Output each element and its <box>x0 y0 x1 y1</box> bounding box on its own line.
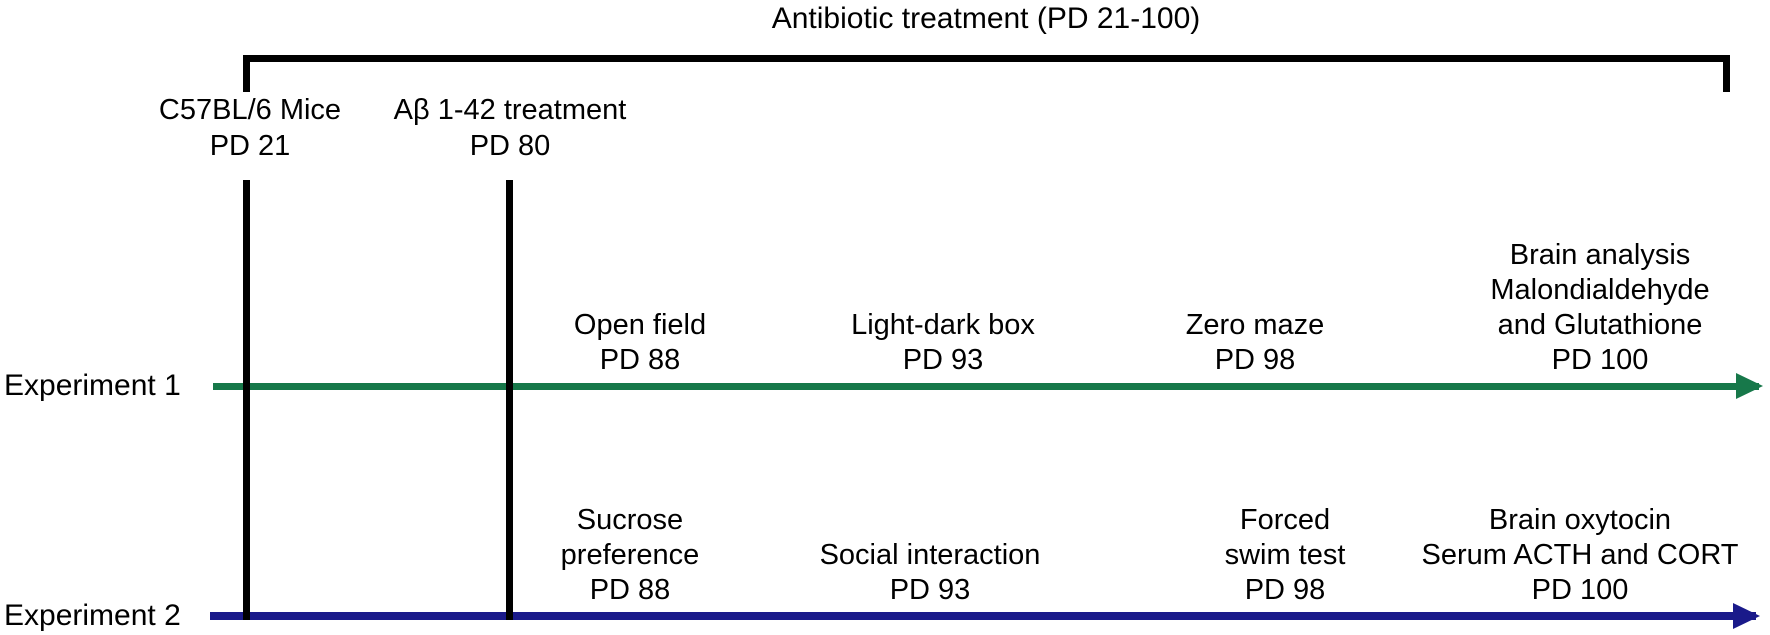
milestone-line-pd21 <box>243 180 250 620</box>
event-light-dark-box-name: Light-dark box <box>851 309 1035 341</box>
milestone-label-abeta: Aβ 1-42 treatment PD 80 <box>394 92 627 164</box>
event-sucrose-day: PD 88 <box>589 574 671 606</box>
event-light-dark-box-day: PD 93 <box>902 344 984 376</box>
experiment2-arrow-shaft <box>210 612 1756 620</box>
event-forced-swim-line1: Forced <box>1239 504 1331 536</box>
experiment1-arrow-shaft <box>213 383 1759 390</box>
event-open-field-day: PD 88 <box>599 344 681 376</box>
event-brain-oxytocin-day: PD 100 <box>1531 574 1629 606</box>
event-open-field: Open field PD 88 <box>574 308 706 378</box>
event-brain-analysis-line1: Brain analysis <box>1509 239 1691 271</box>
event-social-interaction-name: Social interaction <box>819 539 1041 571</box>
milestone-abeta-line1: Aβ 1-42 treatment <box>393 94 627 126</box>
event-forced-swim-line2: swim test <box>1224 539 1346 571</box>
antibiotic-treatment-bracket <box>243 55 1730 92</box>
event-brain-oxytocin-line1: Brain oxytocin <box>1488 504 1672 536</box>
event-brain-oxytocin: Brain oxytocin Serum ACTH and CORT PD 10… <box>1422 503 1739 608</box>
event-zero-maze-name: Zero maze <box>1185 309 1325 341</box>
event-sucrose-preference: Sucrose preference PD 88 <box>561 503 700 608</box>
experiment1-arrow-head-icon <box>1736 373 1763 399</box>
experiment2-label: Experiment 2 <box>4 599 181 632</box>
event-forced-swim-day: PD 98 <box>1244 574 1326 606</box>
event-zero-maze: Zero maze PD 98 <box>1186 308 1325 378</box>
event-brain-oxytocin-line2: Serum ACTH and CORT <box>1421 539 1739 571</box>
experiment1-label: Experiment 1 <box>4 369 181 402</box>
event-forced-swim-test: Forced swim test PD 98 <box>1225 503 1346 608</box>
experiment2-arrow-head-icon <box>1733 603 1760 629</box>
event-open-field-name: Open field <box>573 309 707 341</box>
event-brain-analysis-day: PD 100 <box>1551 344 1649 376</box>
milestone-abeta-line2: PD 80 <box>469 130 551 162</box>
event-light-dark-box: Light-dark box PD 93 <box>851 308 1035 378</box>
milestone-mice-line1: C57BL/6 Mice <box>158 94 342 126</box>
milestone-mice-line2: PD 21 <box>209 130 291 162</box>
milestone-label-mice: C57BL/6 Mice PD 21 <box>159 92 341 164</box>
event-sucrose-line2: preference <box>560 539 700 571</box>
event-social-interaction: Social interaction PD 93 <box>820 538 1041 608</box>
event-brain-analysis-line3: and Glutathione <box>1497 309 1703 341</box>
event-social-interaction-day: PD 93 <box>889 574 971 606</box>
event-zero-maze-day: PD 98 <box>1214 344 1296 376</box>
milestone-line-pd80 <box>506 180 513 620</box>
event-brain-analysis-line2: Malondialdehyde <box>1490 274 1710 306</box>
event-brain-analysis: Brain analysis Malondialdehyde and Gluta… <box>1490 238 1709 378</box>
event-sucrose-line1: Sucrose <box>576 504 684 536</box>
diagram-title: Antibiotic treatment (PD 21-100) <box>771 2 1201 35</box>
